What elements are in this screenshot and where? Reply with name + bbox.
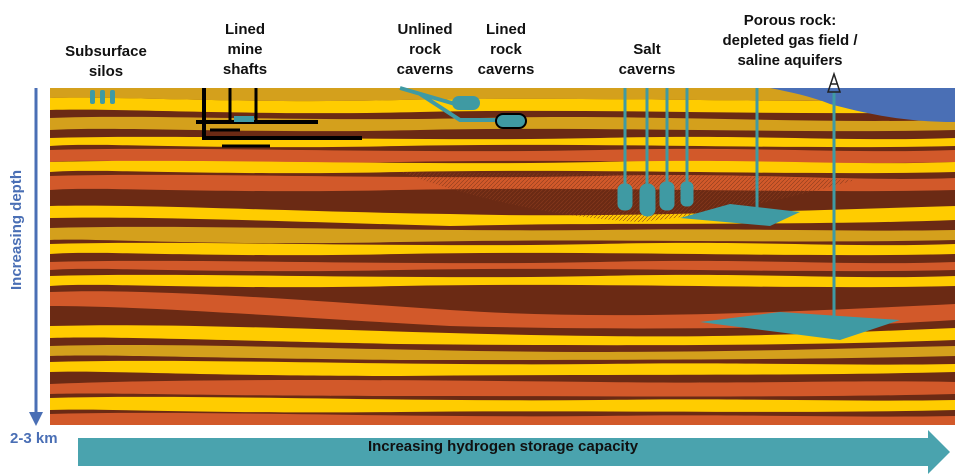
stratum-layer: [50, 345, 955, 360]
stratum-layer: [50, 260, 955, 272]
silo: [90, 90, 95, 104]
label-lined-rock-caverns: Lined rock caverns: [477, 21, 535, 78]
depth-axis-value: 2-3 km: [10, 430, 58, 447]
label-lined-mine-shafts: Lined mine shafts: [222, 21, 268, 78]
salt-caverns: [617, 88, 694, 217]
mine-shafts: [196, 88, 362, 148]
label-subsurface-silos: Subsurface silos: [65, 43, 147, 80]
stratum-layer: [50, 242, 955, 256]
stratum-layer: [50, 380, 955, 397]
capacity-arrow-label: Increasing hydrogen storage capacity: [367, 438, 639, 455]
depth-axis-label: Increasing depth: [8, 169, 25, 291]
stratum-layer: [50, 360, 955, 376]
stratum-layer: [50, 148, 955, 164]
porous-rock-reservoirs: [680, 71, 900, 340]
stratum-layer: [50, 396, 955, 413]
label-unlined-rock-caverns: Unlined rock caverns: [396, 21, 454, 78]
label-salt-caverns: Salt caverns: [618, 41, 676, 78]
silo: [110, 90, 115, 104]
rock-caverns: [399, 86, 527, 129]
sea-surface: [770, 88, 955, 122]
stratum-layer: [50, 274, 955, 288]
stratum-layer: [50, 160, 955, 174]
stratum-layer: [50, 88, 955, 102]
capacity-arrow: [78, 430, 950, 474]
silo: [100, 90, 105, 104]
label-porous-rock: Porous rock: depleted gas field / saline…: [722, 12, 858, 69]
stratum-layer: [50, 412, 955, 425]
stratum-layer: [50, 97, 955, 114]
stratum-layer: [50, 325, 955, 346]
stratum-layer: [50, 226, 955, 244]
depth-axis: [29, 88, 43, 426]
